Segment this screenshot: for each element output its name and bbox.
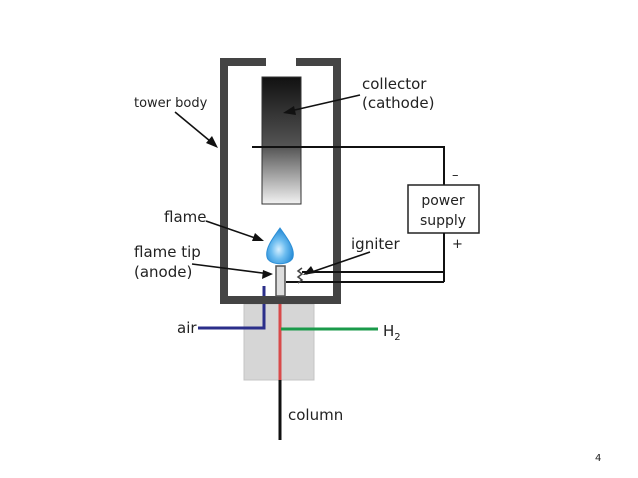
flame [266, 227, 294, 265]
tower-body [220, 58, 341, 304]
cathode-wire [252, 146, 445, 185]
page-number: 4 [595, 453, 601, 464]
flame-tip-anode [275, 265, 286, 297]
arrowhead-tower-body [206, 136, 218, 148]
label-power: power [421, 193, 465, 209]
label-cathode: (cathode) [362, 94, 434, 112]
label-air: air [177, 319, 197, 337]
label-flame-tip: flame tip [134, 243, 201, 261]
arrowhead-collector [283, 106, 296, 115]
arrow-igniter [305, 251, 371, 275]
label-igniter: igniter [351, 235, 400, 253]
arrow-heads [206, 106, 315, 279]
label-flame: flame [164, 208, 206, 226]
collector-cathode [261, 76, 302, 205]
label-column: column [288, 406, 343, 424]
arrowhead-flame [252, 233, 264, 241]
pointer-arrows [174, 94, 371, 275]
arrow-collector [285, 94, 361, 113]
label-h2: H2 [383, 322, 401, 343]
label-anode: (anode) [134, 263, 192, 281]
label-collector: collector [362, 75, 427, 93]
arrowhead-flame-tip [262, 270, 273, 279]
label-minus: – [452, 168, 459, 183]
label-h2-sub: 2 [394, 332, 400, 343]
label-tower-body: tower body [134, 96, 208, 111]
igniter-coil [296, 267, 304, 284]
arrow-flame [205, 220, 262, 241]
power-supply-box [407, 184, 480, 234]
arrowhead-igniter [303, 266, 315, 275]
label-plus: + [452, 237, 463, 252]
label-supply: supply [420, 213, 466, 229]
arrow-flame-tip [191, 263, 271, 275]
label-h2-base: H [383, 322, 394, 340]
